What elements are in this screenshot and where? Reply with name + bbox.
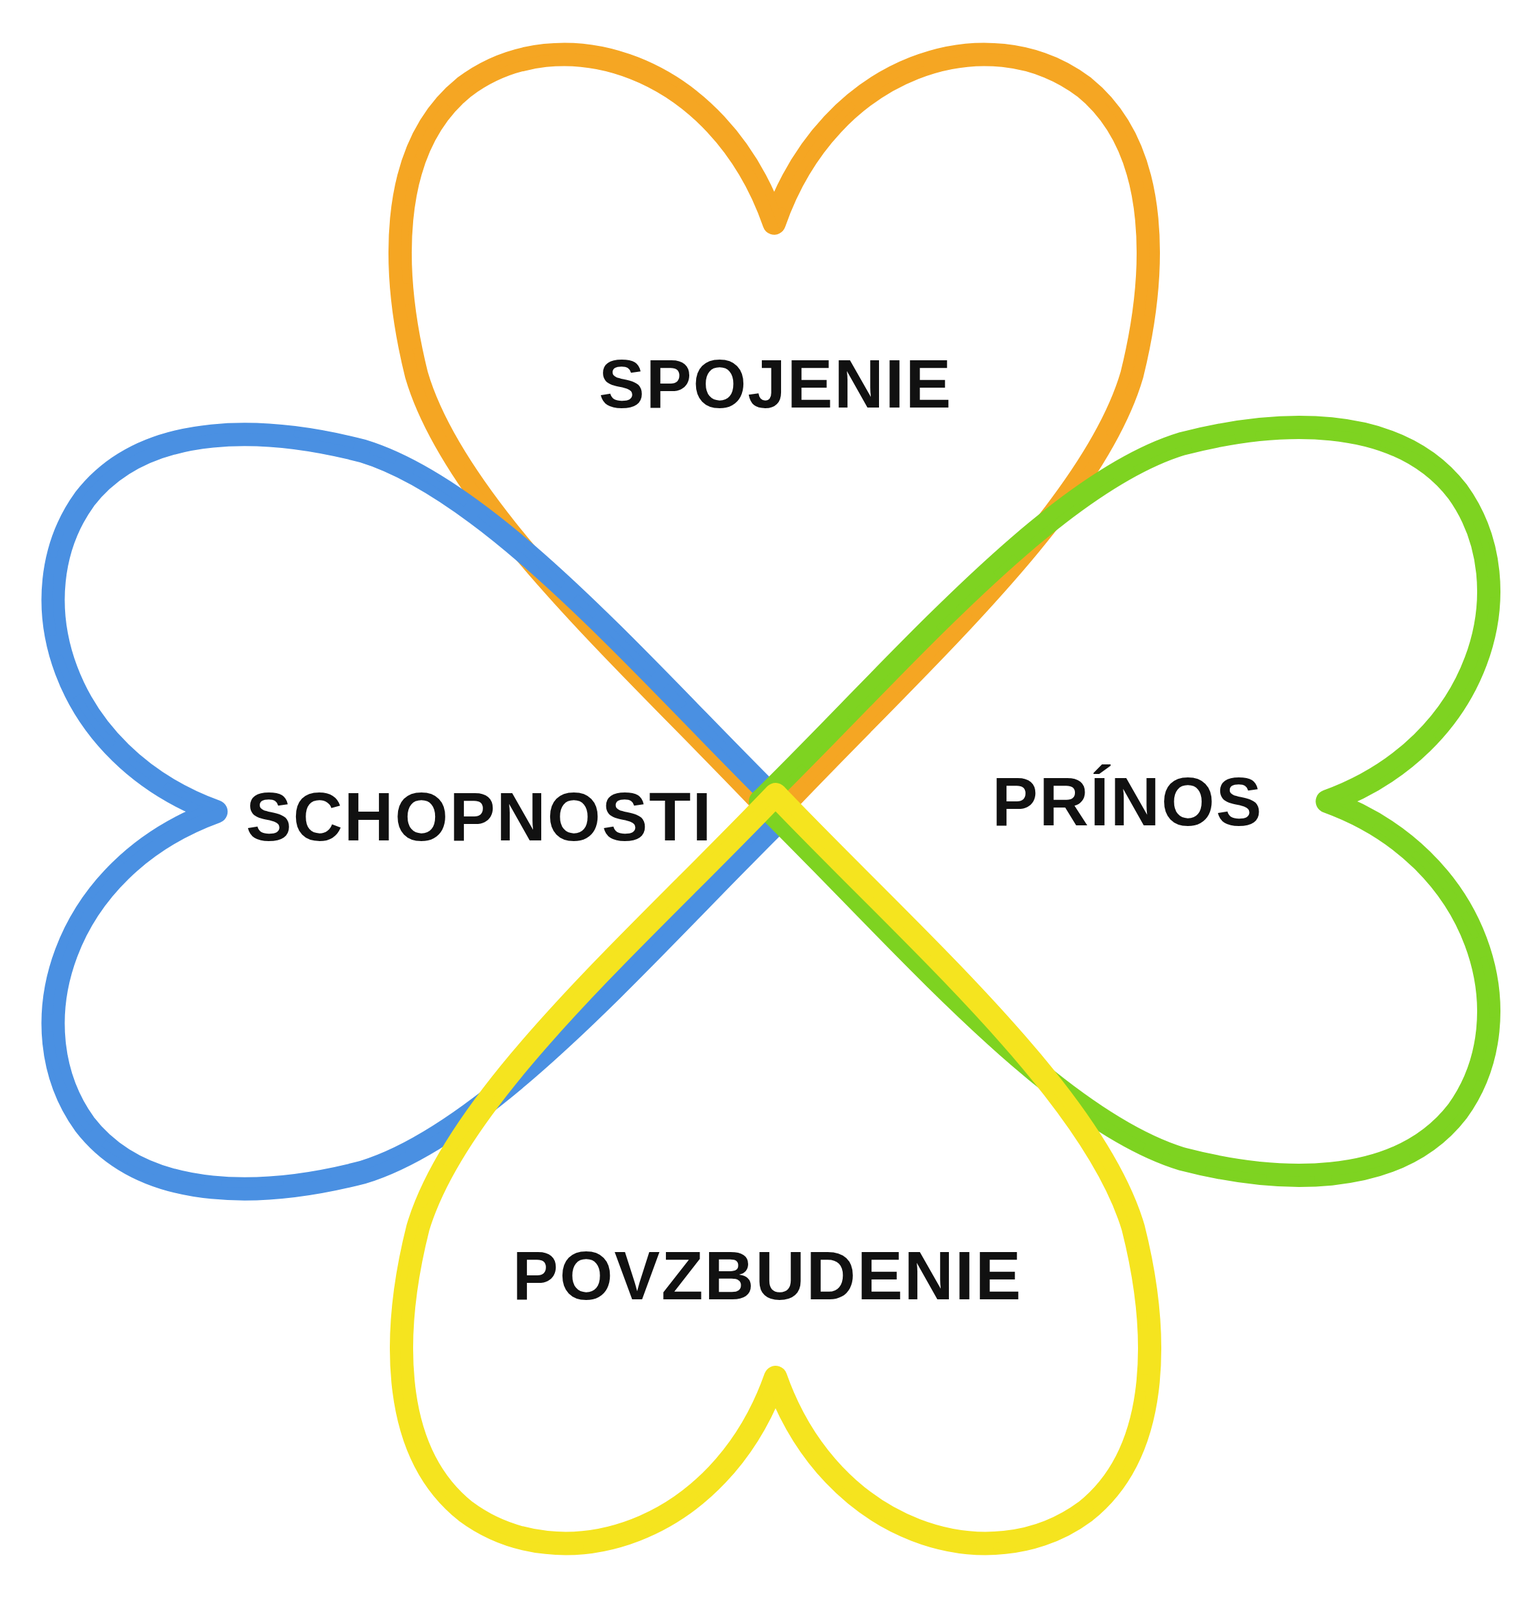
- heart-leaf: POVZBUDENIE: [378, 794, 1173, 1583]
- heart-leaf: SCHOPNOSTI: [15, 411, 788, 1213]
- heart-label: PRÍNOS: [992, 767, 1263, 836]
- heart-label: SPOJENIE: [598, 349, 953, 418]
- heart-label: SCHOPNOSTI: [245, 782, 713, 851]
- heart-leaf: SPOJENIE: [376, 15, 1172, 816]
- heart-outline: [378, 794, 1173, 1583]
- heart-leaf: PRÍNOS: [760, 404, 1527, 1199]
- heart-label: POVZBUDENIE: [512, 1241, 1023, 1310]
